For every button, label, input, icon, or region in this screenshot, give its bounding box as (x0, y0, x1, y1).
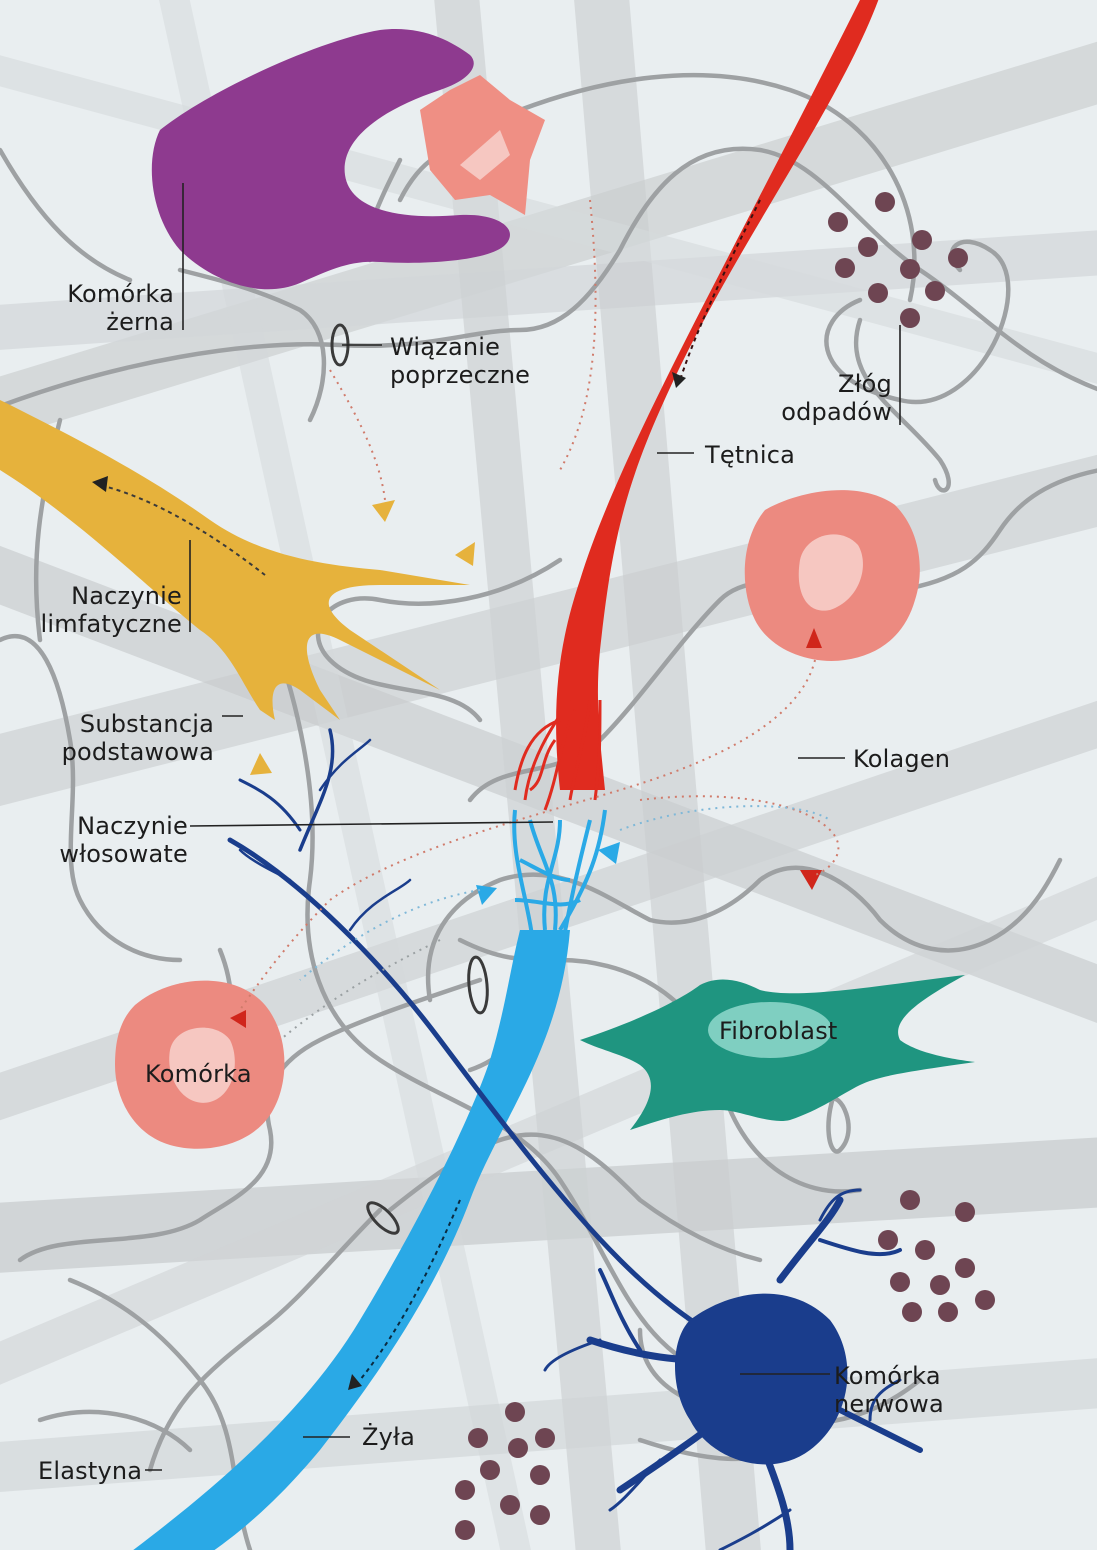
label-elastin-text: Elastyna (38, 1457, 142, 1485)
label-cross-link-line1: Wiązanie (390, 333, 530, 361)
label-collagen-text: Kolagen (853, 745, 950, 773)
label-waste-deposit: Złóg odpadów (760, 370, 892, 426)
label-nerve-cell-line1: Komórka (834, 1362, 944, 1390)
label-capillary-line2: włosowate (40, 840, 188, 868)
label-cross-link: Wiązanie poprzeczne (390, 333, 530, 389)
label-vein: Żyła (362, 1423, 415, 1451)
label-macrophage-line2: żerna (40, 308, 174, 336)
label-nerve-cell: Komórka nerwowa (834, 1362, 944, 1418)
label-artery: Tętnica (705, 441, 795, 469)
label-collagen: Kolagen (853, 745, 950, 773)
label-ground-substance-line1: Substancja (30, 710, 214, 738)
label-macrophage-line1: Komórka (40, 280, 174, 308)
label-nerve-cell-line2: nerwowa (834, 1390, 944, 1418)
label-fibroblast: Fibroblast (719, 1017, 838, 1045)
label-capillary-line1: Naczynie (40, 812, 188, 840)
label-capillary: Naczynie włosowate (40, 812, 188, 868)
label-waste-deposit-line1: Złóg (760, 370, 892, 398)
label-vein-text: Żyła (362, 1423, 415, 1451)
cell-right (745, 490, 920, 661)
label-artery-text: Tętnica (705, 441, 795, 469)
label-ground-substance-line2: podstawowa (30, 738, 214, 766)
label-waste-deposit-line2: odpadów (760, 398, 892, 426)
label-lymphatic-line2: limfatyczne (30, 610, 182, 638)
label-lymphatic-vessel: Naczynie limfatyczne (30, 582, 182, 638)
label-fibroblast-text: Fibroblast (719, 1017, 838, 1045)
label-elastin: Elastyna (38, 1457, 142, 1485)
label-macrophage: Komórka żerna (40, 280, 174, 336)
label-cell: Komórka (145, 1060, 252, 1088)
label-cross-link-line2: poprzeczne (390, 361, 530, 389)
label-ground-substance: Substancja podstawowa (30, 710, 214, 766)
label-lymphatic-line1: Naczynie (30, 582, 182, 610)
label-cell-text: Komórka (145, 1060, 252, 1088)
